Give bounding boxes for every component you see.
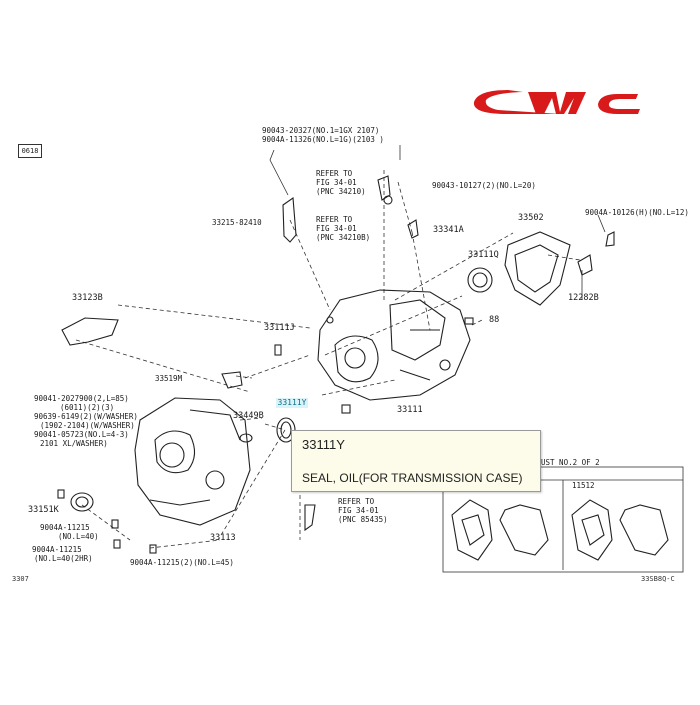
refer3-b: FIG 34-01: [338, 506, 379, 515]
corner-code-left: 3307: [12, 575, 29, 583]
label-90041-a: 90041-2027900(2,L=85): [34, 394, 129, 403]
label-9004a-10126: 9004A-10126(H)(NO.L=12): [585, 208, 689, 217]
refer1-a: REFER TO: [316, 169, 353, 178]
refer2-a: REFER TO: [316, 215, 353, 224]
label-33449b: 33449B: [233, 411, 264, 421]
label-33111q: 33111Q: [468, 250, 499, 260]
label-9004a-11215-b: (NO.L=40): [58, 532, 99, 541]
oil-seal-33111q: [467, 267, 493, 293]
label-33215: 33215-82410: [212, 218, 262, 227]
label-90043-10127: 90043-10127(2)(NO.L=20): [432, 181, 536, 190]
leader-lines: [75, 145, 606, 549]
tooltip-part-code: 33111Y: [302, 437, 345, 452]
transmission-case: [317, 289, 471, 401]
transaxle-housing: [134, 397, 251, 526]
cover-33502: [504, 231, 571, 306]
label-33341a: 33341A: [433, 225, 464, 235]
inset-title: UST NO.2 OF 2: [541, 458, 600, 467]
label-33151k: 33151K: [28, 505, 60, 515]
label-90041-b: (6011)(2)(3): [60, 403, 114, 412]
label-9004a-11215-e: 9004A-11215(2)(NO.L=45): [130, 558, 234, 567]
cmc-logo-mark: [473, 90, 640, 114]
refer2-b: FIG 34-01: [316, 224, 357, 233]
diagram-box-tag: 0618: [18, 144, 42, 158]
corner-code-right: 33SB8Q-C: [641, 575, 675, 583]
label-90041-e: 90041-05723(NO.L=4-3): [34, 430, 129, 439]
label-9004a-11215-a: 9004A-11215: [40, 523, 90, 532]
label-90043-20327: 90043-20327(NO.1=1GX 2107): [262, 126, 379, 135]
cmc-logo: [468, 82, 648, 122]
label-90041-f: 2101 XL/WASHER): [40, 439, 108, 448]
baffle-33123b: [61, 317, 119, 346]
label-9004a-11326: 9004A-11326(NO.L=1G)(2103 ): [262, 135, 384, 144]
label-9004a-11215-c: 9004A-11215: [32, 545, 82, 554]
label-33111j: 33111J: [264, 323, 295, 333]
tooltip-part-description: SEAL, OIL(FOR TRANSMISSION CASE): [302, 471, 523, 485]
small-parts: [57, 175, 615, 554]
inset-code: 11512: [572, 481, 595, 490]
label-33113: 33113: [210, 533, 236, 543]
refer1-c: (PNC 34210): [316, 187, 366, 196]
label-12282b: 12282B: [568, 293, 599, 303]
part-labels: 90043-20327(NO.1=1GX 2107) 9004A-11326(N…: [28, 126, 689, 567]
refer3-a: REFER TO: [338, 497, 375, 506]
label-90041-c: 90639-6149(2)(W/WASHER): [34, 412, 138, 421]
label-33123b: 33123B: [72, 293, 103, 303]
refer2-c: (PNC 34210B): [316, 233, 370, 242]
highlighted-part-label[interactable]: 33111Y: [276, 398, 308, 408]
label-88: 88: [489, 315, 499, 325]
label-90041-d: (1902-2104)(W/WASHER): [40, 421, 135, 430]
refer3-c: (PNC 85435): [338, 515, 388, 524]
label-33519m: 33519M: [155, 374, 183, 383]
label-33111: 33111: [397, 405, 423, 415]
part-tooltip: 33111Y SEAL, OIL(FOR TRANSMISSION CASE): [291, 430, 541, 492]
refer1-b: FIG 34-01: [316, 178, 357, 187]
label-9004a-11215-d: (NO.L=40(2HR): [34, 554, 93, 563]
label-33502: 33502: [518, 213, 544, 223]
